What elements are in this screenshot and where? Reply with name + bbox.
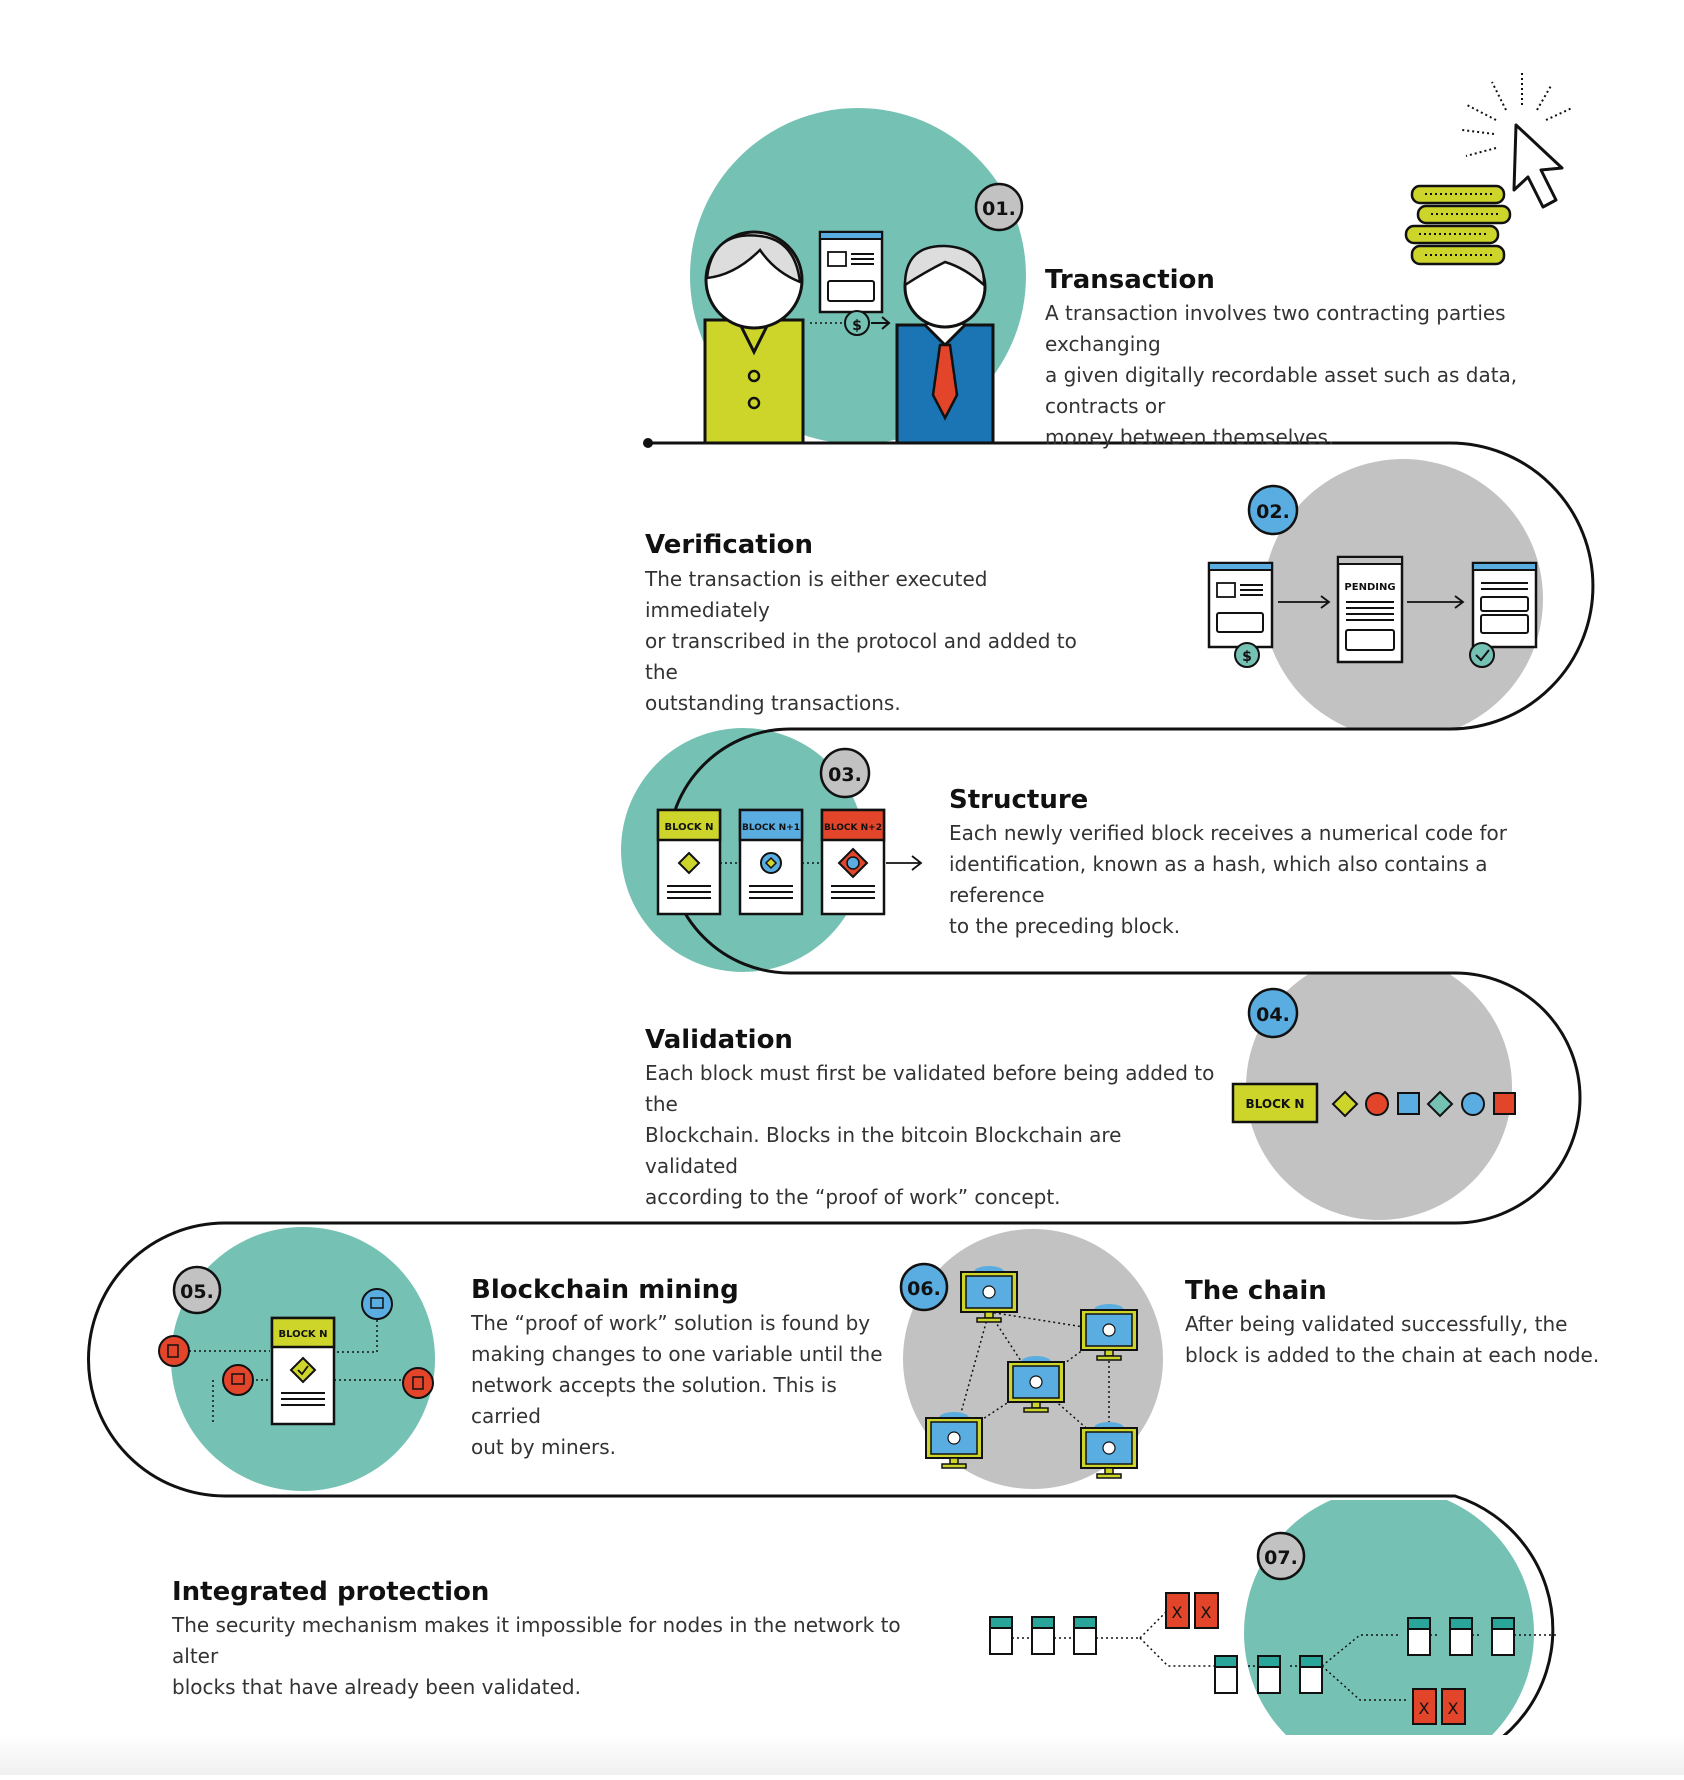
svg-text:X: X [1419,1699,1430,1718]
checkmark-icon [1469,642,1495,668]
step-06-title: The chain [1185,1276,1327,1306]
rejected-block-icon: X X [1165,1592,1219,1629]
step-07-description: The security mechanism makes it impossib… [172,1613,901,1699]
arrow-right-icon [1454,595,1465,609]
cursor-click-icon [1461,72,1573,209]
svg-text:BLOCK N+1: BLOCK N+1 [742,823,800,833]
approved-document-icon [1469,561,1538,668]
svg-text:X: X [1172,1603,1183,1622]
dollar-sign: $ [852,318,862,334]
svg-text:BLOCK N: BLOCK N [664,822,713,833]
dollar-coin-icon [1234,642,1260,668]
network-computer-icon [1080,1422,1138,1479]
block-n-icon: BLOCK N [656,808,722,916]
valid-block-icon [1407,1617,1431,1656]
badge-03: 03. [819,747,871,799]
svg-text:BLOCK N: BLOCK N [278,1329,327,1340]
coin-stack-icon [1404,184,1512,266]
block-n-label-box: BLOCK N [1231,1082,1319,1124]
svg-text:BLOCK N+2: BLOCK N+2 [824,823,882,833]
valid-block-icon [1257,1655,1281,1694]
arrow-right-icon [911,855,923,871]
svg-text:BLOCK N: BLOCK N [1246,1097,1305,1111]
valid-block-icon [1031,1616,1055,1655]
step-07-title: Integrated protection [172,1577,490,1607]
diamond-shape-icon [1331,1090,1359,1118]
badge-02: 02. [1247,484,1299,536]
diamond-icon [677,851,701,875]
step-02-title: Verification [645,530,814,560]
svg-text:03.: 03. [828,764,862,786]
dollar-coin-icon [844,310,870,336]
svg-text:04.: 04. [1256,1004,1290,1026]
svg-text:07.: 07. [1264,1547,1298,1569]
square-shape-icon [1397,1092,1420,1115]
woman-figure [703,230,805,445]
block-n2-icon: BLOCK N+2 [820,808,886,916]
svg-text:01.: 01. [982,198,1016,220]
svg-text:X: X [1201,1603,1212,1622]
circle-shape-icon [1461,1092,1485,1116]
man-figure [895,244,995,445]
step-01-description: A transaction involves two contracting p… [1045,301,1518,449]
valid-block-icon [1214,1655,1238,1694]
valid-block-icon [1073,1616,1097,1655]
svg-text:02.: 02. [1256,501,1290,523]
badge-04: 04. [1247,987,1299,1039]
badge-06: 06. [899,1262,949,1312]
valid-block-icon [989,1616,1013,1655]
valid-block-icon [1299,1655,1323,1694]
network-computer-icon [925,1412,983,1469]
badge-05: 05. [172,1265,222,1315]
network-computer-icon [1007,1356,1065,1413]
submitted-document-icon: $ [1207,561,1274,668]
miner-node-icon [222,1364,254,1396]
circle-shape-icon [1365,1092,1389,1116]
network-computer-icon [1080,1304,1138,1361]
valid-block-icon [1491,1617,1515,1656]
block-n1-icon: BLOCK N+1 [738,808,804,916]
step-04-title: Validation [645,1025,793,1055]
square-shape-icon [1493,1092,1516,1115]
valid-block-icon [1449,1617,1473,1656]
step-03-description: Each newly verified block receives a num… [949,821,1507,938]
step-02-description: The transaction is either executed immed… [645,567,1077,715]
svg-text:05.: 05. [180,1281,214,1303]
miner-node-icon [158,1335,190,1367]
pending-label: PENDING [1344,582,1395,593]
svg-text:06.: 06. [907,1278,941,1300]
pending-document-icon: PENDING [1336,555,1404,664]
arrow-right-icon [1320,595,1331,609]
transaction-document-icon: $ [810,230,891,336]
network-computer-icon [960,1266,1018,1323]
step-01-title: Transaction [1045,265,1215,295]
miner-node-icon [361,1288,393,1320]
bottom-fade [0,1735,1684,1775]
svg-text:X: X [1448,1699,1459,1718]
checkmark-diamond-icon [289,1356,317,1384]
badge-07: 07. [1256,1531,1306,1581]
mining-connectors [189,1320,402,1425]
step-05-description: The “proof of work” solution is found by… [471,1311,883,1459]
miner-node-icon [402,1367,434,1399]
step-03-title: Structure [949,785,1089,815]
rejected-block-icon: X X [1412,1688,1466,1725]
step-05-title: Blockchain mining [471,1275,739,1305]
mined-block-icon: BLOCK N [270,1316,336,1426]
process-path-line [86,441,1595,1765]
dollar-sign: $ [1242,649,1252,665]
path-start-dot [643,438,653,448]
diamond-shape-icon [1426,1090,1454,1118]
badge-01: 01. [974,182,1024,232]
step-04-description: Each block must first be validated befor… [645,1061,1215,1209]
